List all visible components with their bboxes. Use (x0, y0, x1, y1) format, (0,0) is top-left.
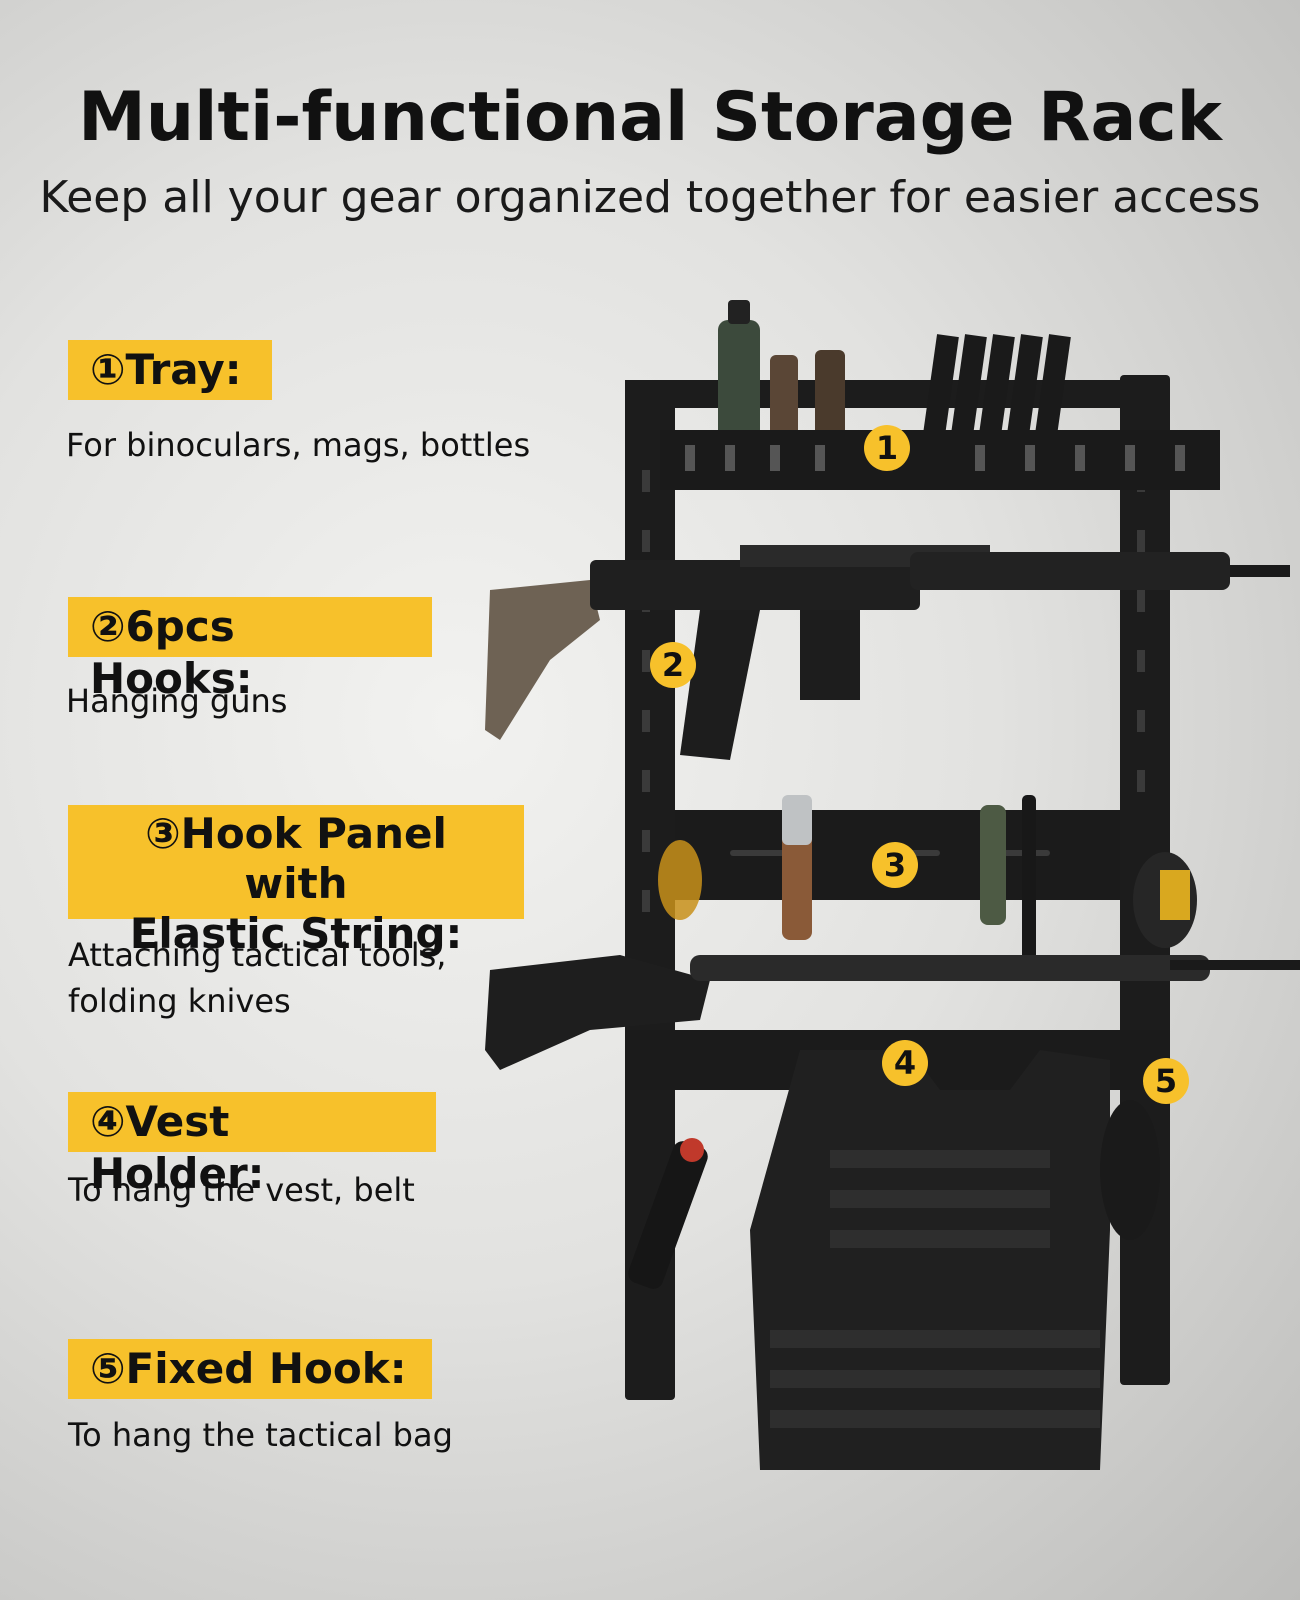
feature-label-fixed-hook: ⑤Fixed Hook: (68, 1339, 432, 1399)
tray-items (718, 300, 1071, 440)
badge-1: 1 (864, 425, 910, 471)
feature-label-hook-panel: ③Hook Panel with Elastic String: (68, 805, 524, 958)
feature-desc-vest-holder: To hang the vest, belt (68, 1171, 415, 1209)
tactical-vest (750, 1050, 1110, 1470)
feature-desc-hook-panel-line1: Attaching tactical tools, (68, 936, 447, 974)
page-title: Multi-functional Storage Rack (78, 78, 1222, 157)
tray (660, 430, 1220, 490)
feature-desc-hooks: Hanging guns (66, 682, 288, 720)
feature-label-hooks: ②6pcs Hooks: (68, 597, 432, 703)
rifle-upper (485, 545, 1290, 760)
tactical-bag (1100, 1100, 1160, 1240)
badge-5: 5 (1143, 1058, 1189, 1104)
feature-label-hook-panel-line2: Elastic String: (129, 909, 463, 958)
feature-desc-hook-panel-line2: folding knives (68, 982, 291, 1020)
feature-label-hook-panel-line1: ③Hook Panel with (145, 809, 447, 908)
feature-label-vest-holder: ④Vest Holder: (68, 1092, 436, 1198)
badge-3: 3 (872, 842, 918, 888)
feature-desc-tray: For binoculars, mags, bottles (66, 426, 531, 464)
badge-2: 2 (650, 642, 696, 688)
flashlight (628, 1138, 708, 1289)
rack-frame (625, 375, 1170, 1400)
storage-rack-illustration (485, 300, 1300, 1470)
feature-desc-fixed-hook: To hang the tactical bag (68, 1416, 453, 1454)
feature-label-tray: ①Tray: (68, 340, 272, 400)
feature-desc-hook-panel: Attaching tactical tools, folding knives (68, 932, 446, 1024)
hook-panel (658, 795, 1197, 960)
page-subtitle: Keep all your gear organized together fo… (39, 172, 1261, 223)
rifle-bolt (485, 955, 1300, 1070)
badge-4: 4 (882, 1040, 928, 1086)
